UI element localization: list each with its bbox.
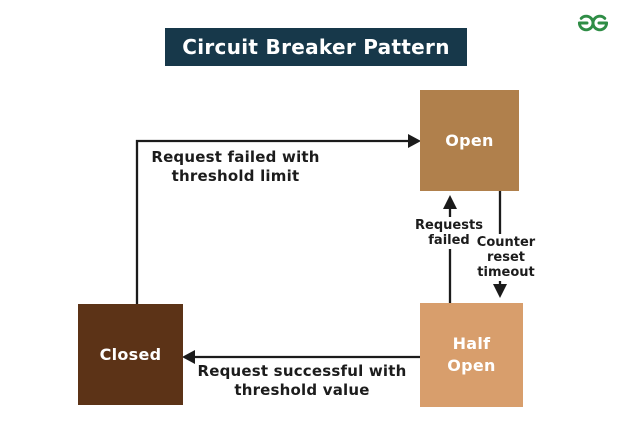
arrowhead-down-icon xyxy=(493,284,507,298)
edge-label-counter-reset-timeout: Counter reset timeout xyxy=(469,234,543,281)
arrowhead-up-icon xyxy=(443,195,457,209)
state-node-open-label: Open xyxy=(445,130,494,150)
state-node-closed: Closed xyxy=(78,304,183,405)
state-node-closed-label: Closed xyxy=(99,344,162,364)
diagram-title: Circuit Breaker Pattern xyxy=(182,35,450,59)
state-node-half-open-label: Half Open xyxy=(447,334,496,375)
diagram-title-bar: Circuit Breaker Pattern xyxy=(165,28,467,66)
edge-label-request-failed-threshold: Request failed with threshold limit xyxy=(151,148,320,185)
geeksforgeeks-logo-icon xyxy=(577,14,609,32)
edge-label-requests-failed: Requests failed xyxy=(412,217,486,249)
state-node-open: Open xyxy=(420,90,519,191)
state-node-half-open: Half Open xyxy=(420,303,523,407)
edge-label-request-successful-threshold: Request successful with threshold value xyxy=(197,362,407,399)
